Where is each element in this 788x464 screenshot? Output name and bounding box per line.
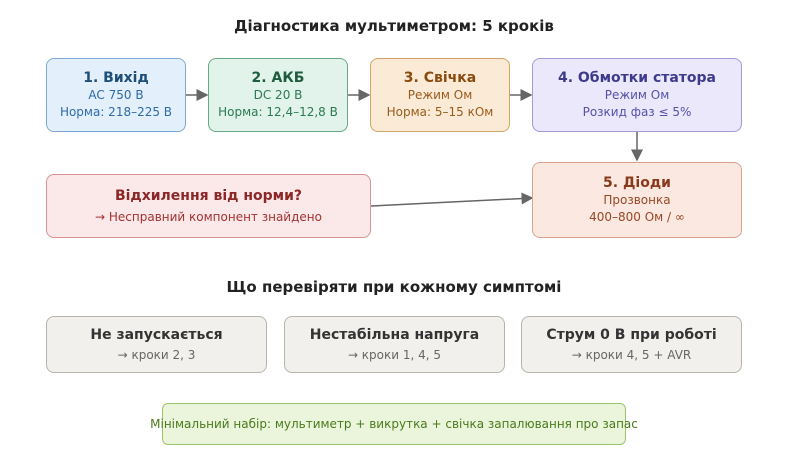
symptom-1-heading: Не запускається [90,326,223,343]
symptoms-title: Що перевіряти при кожному симптомі [226,278,562,296]
step-5-heading: 5. Діоди [603,175,671,191]
symptom-2-steps: → кроки 1, 4, 5 [347,347,442,362]
symptom-1-steps: → кроки 2, 3 [117,347,196,362]
minimum-kit-text: Мінімальний набір: мультиметр + викрутка… [150,417,638,431]
step-5-mode: Прозвонка [603,193,671,207]
step-2-heading: 2. АКБ [251,70,305,86]
step-2-norm: Норма: 12,4–12,8 В [218,105,338,119]
minimum-kit-note: Мінімальний набір: мультиметр + викрутка… [150,403,638,445]
step-3-heading: 3. Свічка [403,70,477,86]
symptom-3-heading: Струм 0 В при роботі [546,326,717,343]
step-2-mode: DC 20 В [253,88,303,102]
deviation-box: Відхилення від норми? → Несправний компо… [46,174,371,238]
deviation-heading: Відхилення від норми? [114,187,303,204]
step-4-heading: 4. Обмотки статора [557,70,717,86]
step-4-norm: Розкид фаз ≤ 5% [582,105,692,119]
step-5-norm: 400–800 Ом / ∞ [589,210,685,224]
step-1-heading: 1. Вихід [83,70,149,86]
step-5-box: 5. Діоди Прозвонка 400–800 Ом / ∞ [532,162,742,238]
step-4-box: 4. Обмотки статора Режим Ом Розкид фаз ≤… [532,58,742,132]
step-1-mode: AC 750 В [88,88,144,102]
diagram-title: Діагностика мультиметром: 5 кроків [234,17,554,35]
step-3-norm: Норма: 5–15 кОм [386,105,494,119]
step-1-box: 1. Вихід AC 750 В Норма: 218–225 В [46,58,186,132]
deviation-text: → Несправний компонент знайдено [95,209,322,224]
symptom-2-box: Нестабільна напруга → кроки 1, 4, 5 [284,316,505,373]
arrow-deviation-to-step5 [370,192,534,207]
symptom-2-heading: Нестабільна напруга [309,326,480,343]
symptom-3-steps: → кроки 4, 5 + AVR [571,347,692,362]
step-1-norm: Норма: 218–225 В [59,105,173,119]
symptom-3-box: Струм 0 В при роботі → кроки 4, 5 + AVR [521,316,742,373]
step-3-mode: Режим Ом [407,88,473,102]
step-4-mode: Режим Ом [604,88,670,102]
step-2-box: 2. АКБ DC 20 В Норма: 12,4–12,8 В [208,58,348,132]
step-3-box: 3. Свічка Режим Ом Норма: 5–15 кОм [370,58,510,132]
symptom-1-box: Не запускається → кроки 2, 3 [46,316,267,373]
